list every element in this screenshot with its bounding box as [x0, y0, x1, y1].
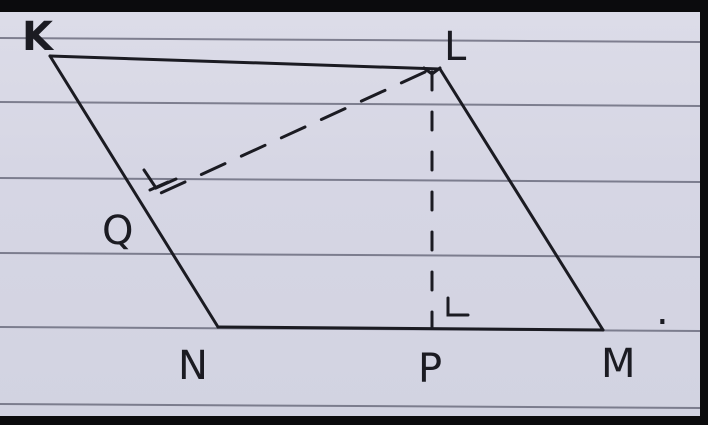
side-KL — [48, 54, 442, 71]
right-angle-marks — [142, 66, 470, 317]
point-labels: K L M N Q P . — [22, 14, 669, 392]
side-MN — [216, 325, 605, 332]
ruled-line — [0, 403, 700, 409]
altitude-LQ — [148, 70, 427, 200]
vertex-label-L: L — [444, 24, 467, 70]
right-angle-mark-P — [446, 296, 470, 317]
stray-dot: . — [656, 288, 669, 334]
point-label-Q: Q — [102, 208, 133, 254]
side-LM — [438, 67, 605, 332]
ruled-line — [0, 252, 700, 258]
right-angle-mark-L — [422, 66, 442, 76]
ruled-line — [0, 37, 700, 43]
altitudes — [148, 70, 434, 330]
point-label-P: P — [418, 346, 442, 392]
ruled-paper: K L M N Q P . — [0, 12, 700, 416]
ruled-line — [0, 177, 700, 183]
geometry-diagram: K L M N Q P . — [0, 14, 700, 409]
right-angle-mark-Q-tick — [148, 180, 170, 192]
vertex-label-K: K — [22, 14, 55, 60]
parallelogram — [48, 54, 605, 332]
vertex-label-N: N — [178, 343, 208, 389]
side-NK — [48, 54, 220, 329]
vertex-label-M: M — [601, 341, 636, 387]
ruled-line — [0, 101, 700, 107]
